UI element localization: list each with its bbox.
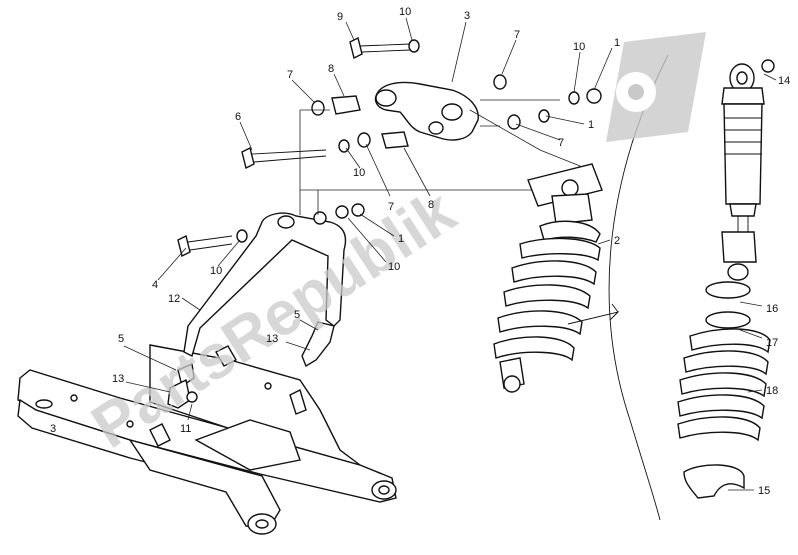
callout-7: 7: [558, 137, 564, 149]
callout-3: 3: [464, 10, 470, 22]
leader-lines: [123, 17, 777, 491]
bushings: [311, 74, 602, 219]
callout-10: 10: [353, 167, 365, 179]
callout-13: 13: [112, 373, 124, 385]
callout-4: 4: [152, 279, 158, 291]
callout-15: 15: [758, 485, 770, 497]
callout-3: 3: [50, 423, 56, 435]
callout-5: 5: [118, 333, 124, 345]
callout-1: 1: [588, 119, 594, 131]
callouts: 9 10 3 7 10 1 14 7 8 6 1 7 10 7 8 2 1 10…: [50, 6, 790, 497]
gear-icon: [606, 32, 706, 142]
assembly-lines: [299, 99, 581, 215]
callout-8: 8: [428, 199, 434, 211]
bolt-9: [349, 36, 420, 60]
divider-curve: [608, 54, 669, 521]
callout-9: 9: [337, 11, 343, 23]
shock-assembled: [493, 163, 603, 393]
callout-10: 10: [399, 6, 411, 18]
callout-13: 13: [266, 333, 278, 345]
swingarm: [17, 344, 397, 535]
shock-exploded: [567, 59, 775, 499]
callout-2: 2: [614, 235, 620, 247]
callout-1: 1: [398, 233, 404, 245]
callout-7: 7: [388, 201, 394, 213]
bolt-6: [241, 139, 350, 170]
callout-10: 10: [573, 41, 585, 53]
linkage-arm: [167, 211, 347, 409]
callout-14: 14: [778, 75, 790, 87]
rocker: [374, 81, 479, 141]
bolt-4: [177, 229, 248, 258]
callout-16: 16: [766, 303, 778, 315]
callout-7: 7: [287, 69, 293, 81]
callout-8: 8: [328, 63, 334, 75]
callout-11: 11: [180, 423, 191, 435]
callout-7: 7: [514, 29, 520, 41]
callout-5: 5: [294, 309, 300, 321]
callout-10: 10: [210, 265, 222, 277]
callout-1: 1: [614, 37, 620, 49]
callout-12: 12: [168, 293, 180, 305]
callout-6: 6: [235, 111, 241, 123]
callout-17: 17: [766, 337, 778, 349]
callout-10: 10: [388, 261, 400, 273]
callout-18: 18: [766, 385, 778, 397]
